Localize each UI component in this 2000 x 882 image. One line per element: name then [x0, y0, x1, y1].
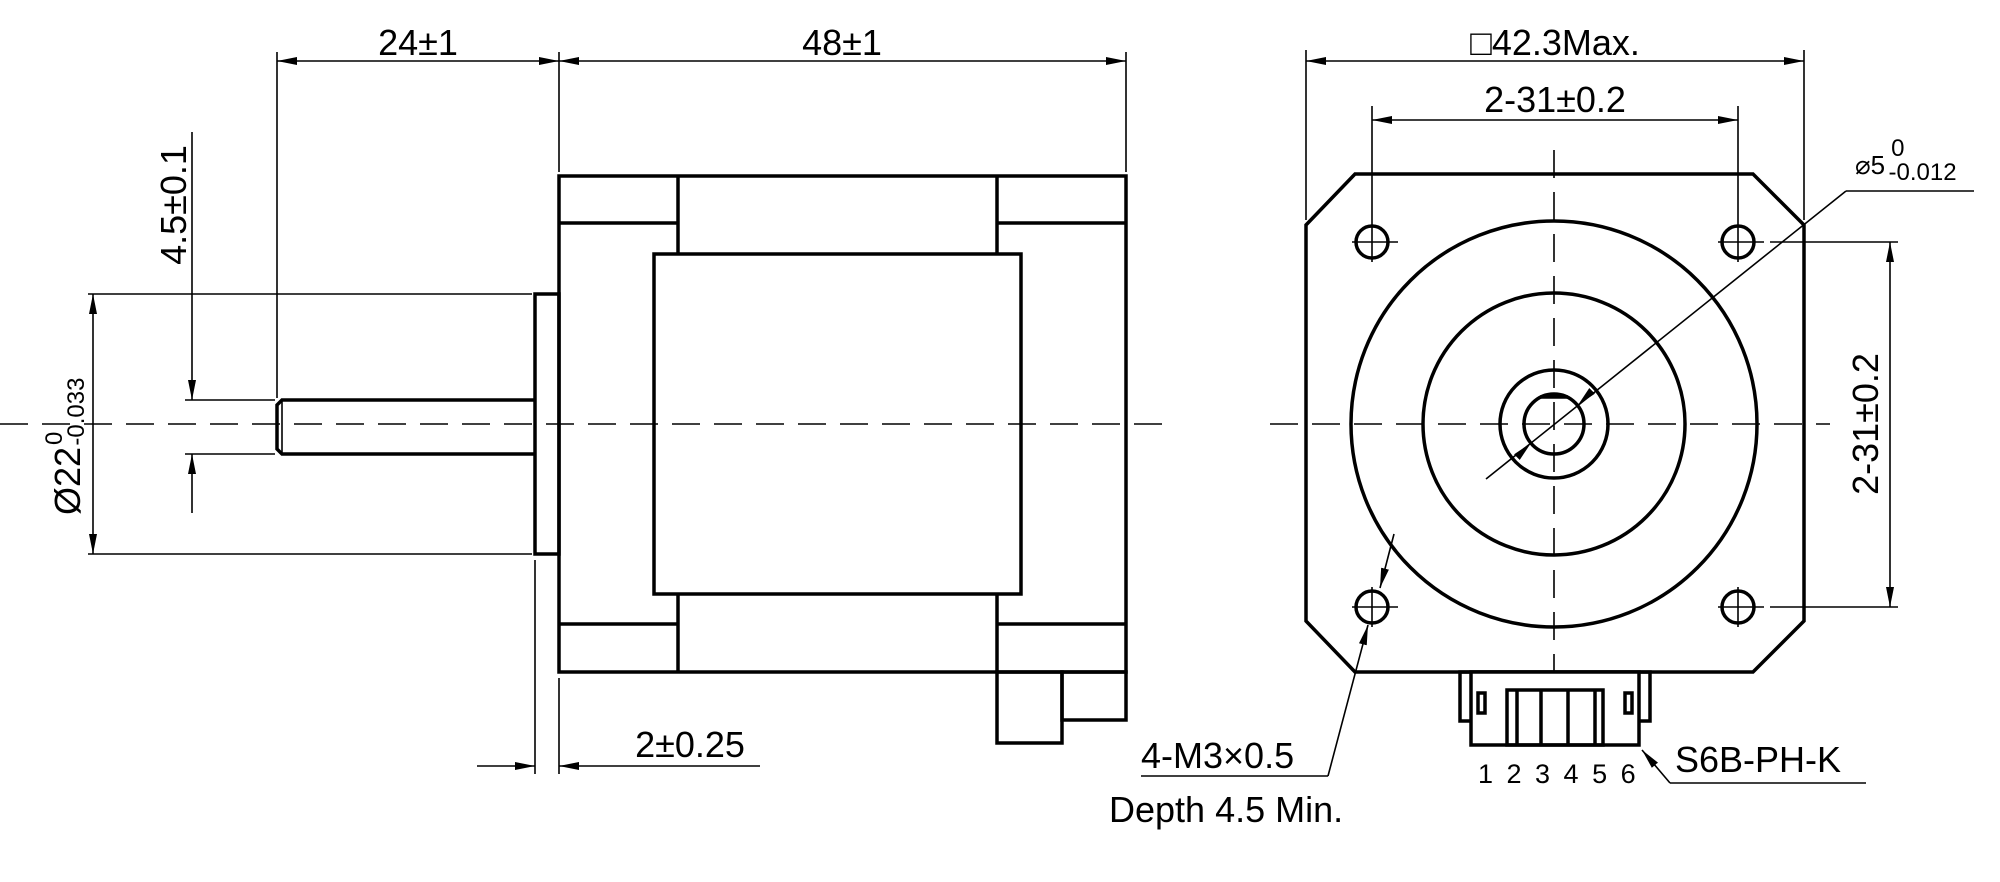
hole-spacing-h-label: 2-31±0.2 — [1484, 79, 1626, 120]
mount-depth-label: Depth 4.5 Min. — [1109, 789, 1343, 830]
shaft — [275, 398, 535, 456]
stator-rect — [652, 252, 1023, 596]
pilot-diameter-label: Ø220-0.033 — [41, 378, 90, 515]
connector-part-label: S6B-PH-K — [1675, 739, 1841, 780]
mount-holes — [1352, 222, 1764, 627]
connector-side-b — [1060, 670, 1128, 722]
shaft-length-label: 24±1 — [378, 22, 458, 63]
connector — [1458, 670, 1652, 747]
flange-face — [1304, 172, 1806, 674]
shaft-diameter-label: ⌀50-0.012 — [1855, 135, 1957, 186]
connector-side-a — [995, 670, 1064, 745]
middle-circle — [1421, 291, 1687, 557]
boss-circle — [1498, 368, 1610, 480]
pilot-flange — [533, 292, 561, 556]
flat-depth-label: 4.5±0.1 — [153, 145, 194, 265]
mount-thread-label: 4-M3×0.5 — [1141, 735, 1294, 776]
body-length-label: 48±1 — [802, 22, 882, 63]
pilot-height-label: 2±0.25 — [635, 724, 745, 765]
outer-circle — [1349, 219, 1759, 629]
frame-size-label: □42.3Max. — [1470, 22, 1640, 63]
pin-numbers: 1 2 3 4 5 6 — [1478, 759, 1639, 789]
shaft-circle — [1522, 392, 1586, 456]
side-view: 24±1 48±1 4.5±0.1 Ø220-0.033 2±0.25 — [0, 22, 1170, 774]
end-cap-lines — [559, 176, 1126, 672]
front-view: 1 2 3 4 5 6 □42.3Max. 2-31±0.2 2-31±0.2 … — [1109, 22, 1974, 830]
hole-spacing-v-label: 2-31±0.2 — [1845, 353, 1886, 495]
